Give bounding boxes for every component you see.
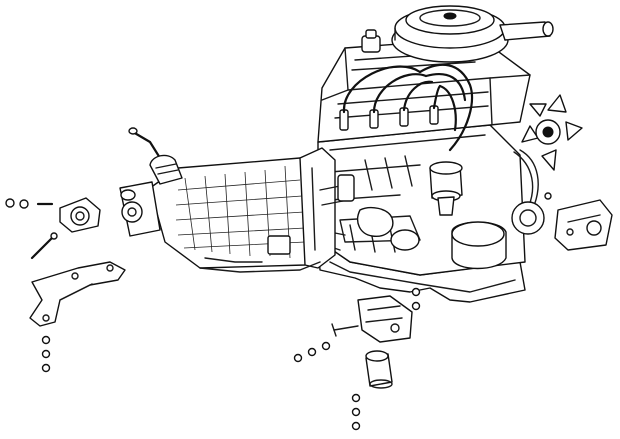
- nuts-washers-bolts: [5, 192, 552, 431]
- cylinder-head: [317, 29, 531, 143]
- spark-plug-leads: [342, 63, 474, 152]
- cooling-fan: [511, 94, 583, 235]
- distributor: [429, 161, 463, 216]
- engine-mount-bracket-centre: [331, 295, 413, 343]
- air-cleaner: [391, 5, 554, 63]
- rubber-mount: [365, 350, 393, 389]
- oil-filter: [451, 221, 507, 270]
- front-mount-bracket-right: [554, 199, 613, 251]
- gearbox-housing: [119, 147, 355, 273]
- front-mount-bracket-left: [59, 197, 101, 233]
- rear-mounting-bracket: [29, 261, 126, 327]
- gear-lever: [128, 127, 183, 185]
